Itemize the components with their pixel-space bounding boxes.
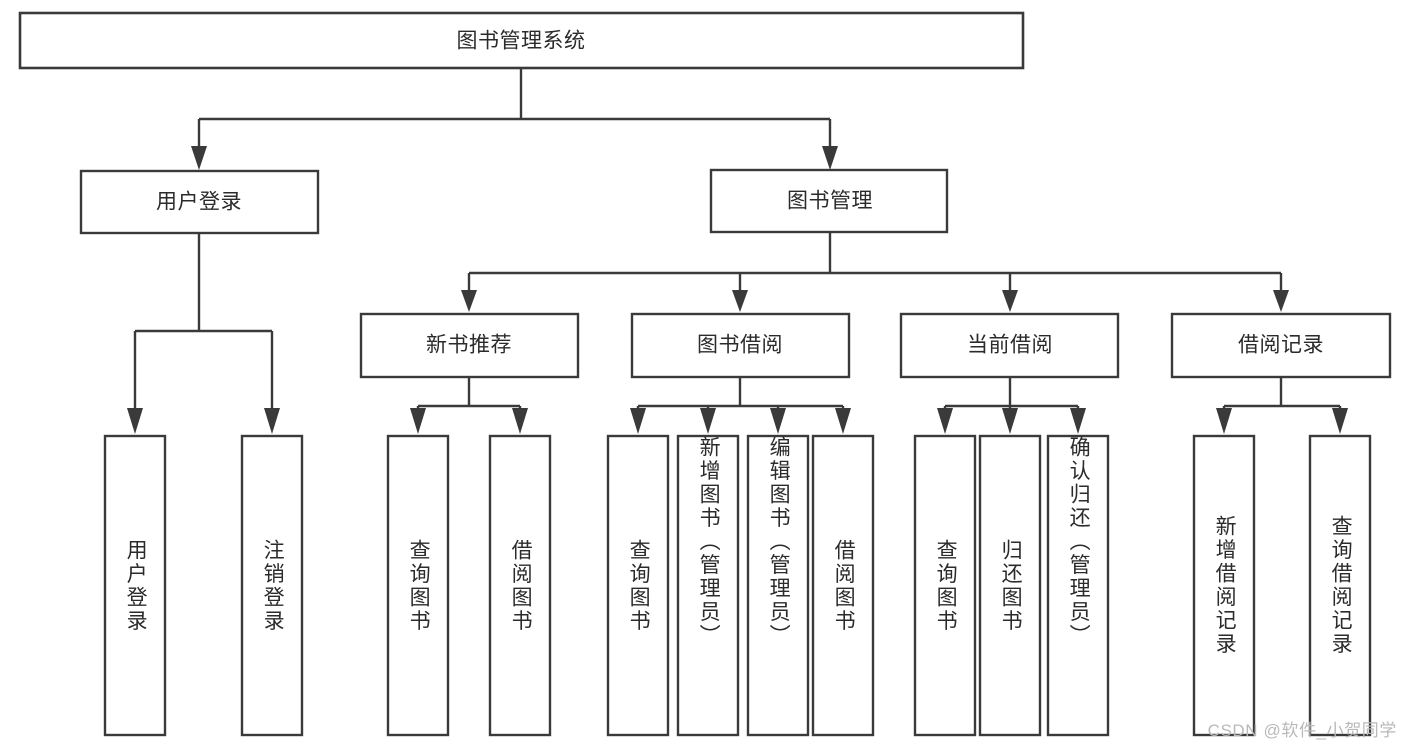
node-current-borrow-label: 当前借阅: [967, 334, 1053, 357]
node-book-borrow-label: 图书借阅: [697, 334, 783, 357]
csdn-watermark: CSDN @软件_小贺同学: [1207, 721, 1397, 740]
arrow-head-br-leaf-2: [1332, 408, 1348, 434]
node-book-borrow[interactable]: 图书借阅: [630, 312, 851, 379]
connector-group-user-login: [127, 233, 280, 434]
arrow-head-cb-leaf-1: [937, 408, 953, 434]
arrow-head-br-leaf-1: [1216, 408, 1232, 434]
connector-group-book-borrow: [630, 377, 851, 434]
connector-group-new-book: [410, 377, 528, 434]
node-borrow-record[interactable]: 借阅记录: [1170, 312, 1392, 379]
node-book-manage-label: 图书管理: [787, 190, 873, 213]
leaf-current-borrow-1-rect[interactable]: [913, 434, 977, 737]
leaf-book-borrow-3-rect[interactable]: [746, 434, 810, 737]
leaf-current-borrow-2-rect[interactable]: [978, 434, 1042, 737]
node-current-borrow[interactable]: 当前借阅: [899, 312, 1120, 379]
node-current-borrow-rect[interactable]: [899, 312, 1120, 379]
node-book-manage-rect[interactable]: [709, 168, 949, 234]
arrow-head-cb-leaf-2: [1002, 408, 1018, 434]
arrow-head-user-login: [191, 146, 207, 170]
arrow-head-bb-leaf-3: [770, 408, 786, 434]
leaf-user-login-2-rect[interactable]: [240, 434, 304, 737]
node-borrow-record-rect[interactable]: [1170, 312, 1392, 379]
connector-group-current-borrow: [937, 377, 1086, 434]
node-borrow-record-label: 借阅记录: [1238, 334, 1324, 357]
leaf-borrow-record-1-rect[interactable]: [1192, 434, 1256, 737]
connector-group-root: [191, 68, 838, 170]
node-root-label: 图书管理系统: [457, 30, 586, 53]
arrow-head-leaf-user-login-2: [264, 408, 280, 434]
node-book-borrow-rect[interactable]: [630, 312, 851, 379]
leaf-book-borrow-2-rect[interactable]: [676, 434, 740, 737]
node-new-book-recommend[interactable]: 新书推荐: [359, 312, 580, 379]
arrow-head-nb-leaf-1: [410, 408, 426, 434]
leaf-user-login-1-rect[interactable]: [103, 434, 167, 737]
arrow-head-current-borrow: [1002, 290, 1018, 312]
node-user-login-label: 用户登录: [156, 191, 242, 214]
leaf-book-borrow-1-rect[interactable]: [606, 434, 670, 737]
arrow-head-leaf-user-login-1: [127, 408, 143, 434]
arrow-head-nb-leaf-2: [512, 408, 528, 434]
node-root-rect[interactable]: [18, 11, 1025, 70]
leaf-current-borrow-3-rect[interactable]: [1046, 434, 1110, 737]
leaf-new-book-1-rect[interactable]: [386, 434, 450, 737]
leaf-new-book-2-rect[interactable]: [488, 434, 552, 737]
node-new-book-recommend-rect[interactable]: [359, 312, 580, 379]
arrow-head-book-manage: [822, 146, 838, 170]
node-user-login[interactable]: 用户登录: [79, 169, 320, 235]
node-new-book-recommend-label: 新书推荐: [426, 334, 512, 357]
arrow-head-new-book: [461, 290, 477, 312]
node-book-manage[interactable]: 图书管理: [709, 168, 949, 234]
arrow-head-bb-leaf-1: [630, 408, 646, 434]
node-root[interactable]: 图书管理系统: [18, 11, 1025, 70]
connector-group-book-manage: [461, 232, 1289, 312]
leaf-box-group: [103, 434, 1372, 737]
connector-group-borrow-record: [1216, 377, 1348, 434]
leaf-book-borrow-4-rect[interactable]: [811, 434, 875, 737]
arrow-head-bb-leaf-4: [835, 408, 851, 434]
node-user-login-rect[interactable]: [79, 169, 320, 235]
arrow-head-cb-leaf-3: [1070, 408, 1086, 434]
arrow-head-book-borrow: [732, 290, 748, 312]
leaf-borrow-record-2-rect[interactable]: [1308, 434, 1372, 737]
arrow-head-bb-leaf-2: [700, 408, 716, 434]
arrow-head-borrow-record: [1273, 290, 1289, 312]
